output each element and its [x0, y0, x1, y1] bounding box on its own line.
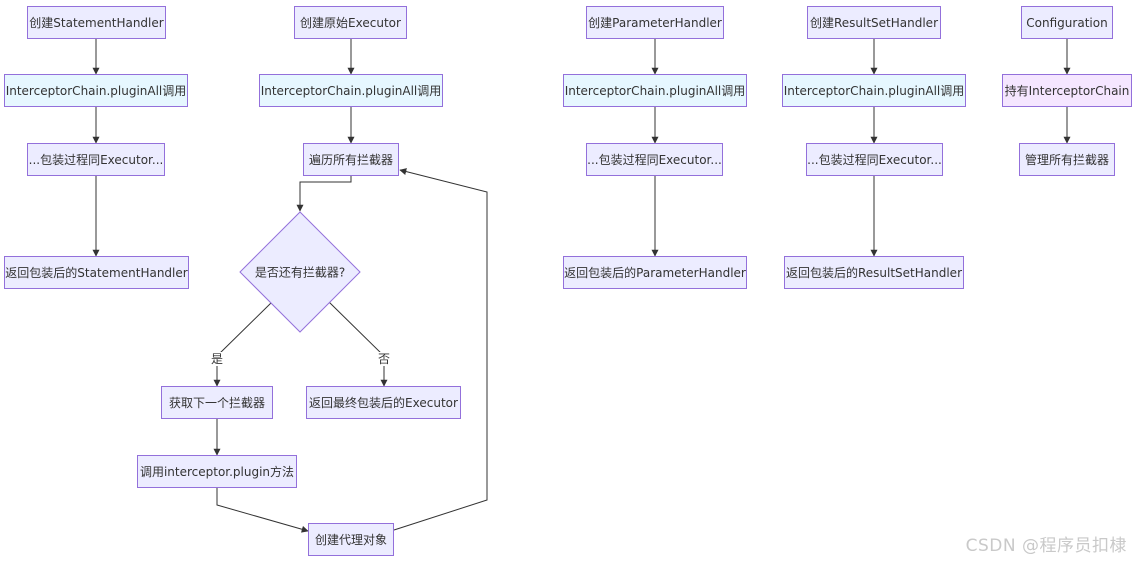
node-ex-plugin-all: InterceptorChain.pluginAll调用	[259, 74, 443, 107]
edge-ex-loop-to-decision	[296, 176, 352, 212]
decision-diamond	[239, 211, 361, 333]
edge-ex-proxy-loop-back	[393, 168, 488, 531]
node-manage-interceptors: 管理所有拦截器	[1019, 143, 1115, 176]
node-call-plugin-method: 调用interceptor.plugin方法	[137, 455, 297, 488]
node-rh-wrap-process: ...包装过程同Executor...	[806, 143, 943, 176]
decision-label: 是否还有拦截器?	[254, 265, 346, 280]
node-ph-wrap-process: ...包装过程同Executor...	[586, 143, 723, 176]
node-ph-return: 返回包装后的ParameterHandler	[563, 256, 747, 289]
edge-label-yes: 是	[208, 352, 226, 366]
node-rh-plugin-all: InterceptorChain.pluginAll调用	[782, 74, 966, 107]
node-return-final-executor: 返回最终包装后的Executor	[306, 386, 461, 419]
node-create-statement-handler: 创建StatementHandler	[27, 6, 166, 39]
node-create-resultset-handler: 创建ResultSetHandler	[807, 6, 941, 39]
node-rh-return: 返回包装后的ResultSetHandler	[784, 256, 964, 289]
node-create-proxy: 创建代理对象	[308, 523, 394, 556]
edge-ex-plugin-to-proxy	[216, 488, 309, 533]
edge-label-no: 否	[375, 352, 393, 366]
node-create-parameter-handler: 创建ParameterHandler	[586, 6, 724, 39]
node-iterate-interceptors: 遍历所有拦截器	[303, 143, 399, 176]
edge-ex-decision-no	[328, 301, 388, 387]
edge-ex-decision-yes	[213, 301, 273, 387]
watermark: CSDN @程序员扣棣	[965, 536, 1127, 556]
node-sh-return: 返回包装后的StatementHandler	[4, 256, 189, 289]
node-hold-interceptor-chain: 持有InterceptorChain	[1002, 74, 1132, 107]
node-get-next-interceptor: 获取下一个拦截器	[161, 386, 273, 419]
node-create-executor: 创建原始Executor	[294, 6, 407, 39]
node-sh-wrap-process: ...包装过程同Executor...	[27, 143, 165, 176]
node-configuration: Configuration	[1021, 6, 1113, 39]
node-sh-plugin-all: InterceptorChain.pluginAll调用	[4, 74, 188, 107]
node-ph-plugin-all: InterceptorChain.pluginAll调用	[563, 74, 747, 107]
